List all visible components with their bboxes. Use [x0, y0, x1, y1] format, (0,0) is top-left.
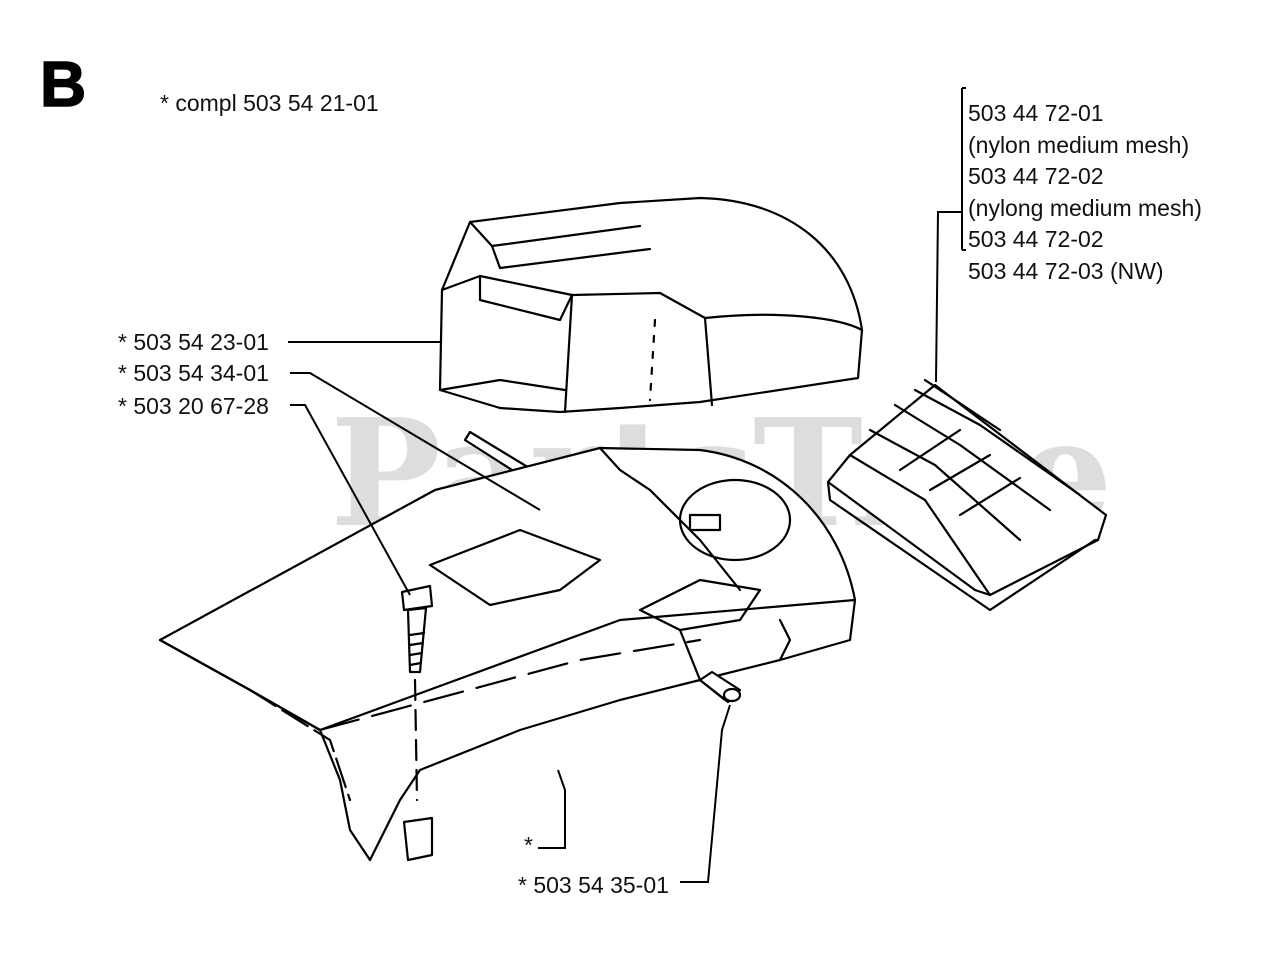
filter-label-line: (nylong medium mesh): [968, 194, 1202, 221]
filter-label-line: 503 44 72-02: [968, 226, 1104, 252]
filter-bracket: [935, 87, 966, 383]
filter-label-line: (nylon medium mesh): [968, 131, 1190, 158]
callout-base-star: *: [524, 832, 533, 858]
callout-cover-top: * 503 54 23-01: [118, 329, 269, 355]
cover-top-part: [438, 196, 864, 414]
screw-part: [400, 584, 434, 862]
base-housing-part: [158, 446, 857, 862]
filter-label-block: 503 44 72-01 (nylon medium mesh) 503 44 …: [968, 98, 1202, 287]
callout-screw: * 503 20 67-28: [118, 393, 269, 419]
callout-strip: * 503 54 34-01: [118, 360, 269, 386]
filter-label-line: 503 44 72-03 (NW): [968, 257, 1164, 284]
callout-nut: * 503 54 35-01: [518, 872, 669, 898]
filter-label-line: 503 44 72-02: [968, 163, 1104, 189]
leader-base-star: [538, 769, 566, 849]
filter-element-part: [826, 378, 1108, 612]
leader-nut: [680, 704, 731, 883]
nut-part: [698, 670, 742, 704]
leader-strip: [290, 372, 541, 511]
assembly-note: * compl 503 54 21-01: [160, 90, 379, 116]
filter-label-line: 503 44 72-01: [968, 100, 1104, 126]
leader-screw: [290, 404, 411, 596]
section-letter: B: [39, 48, 87, 120]
